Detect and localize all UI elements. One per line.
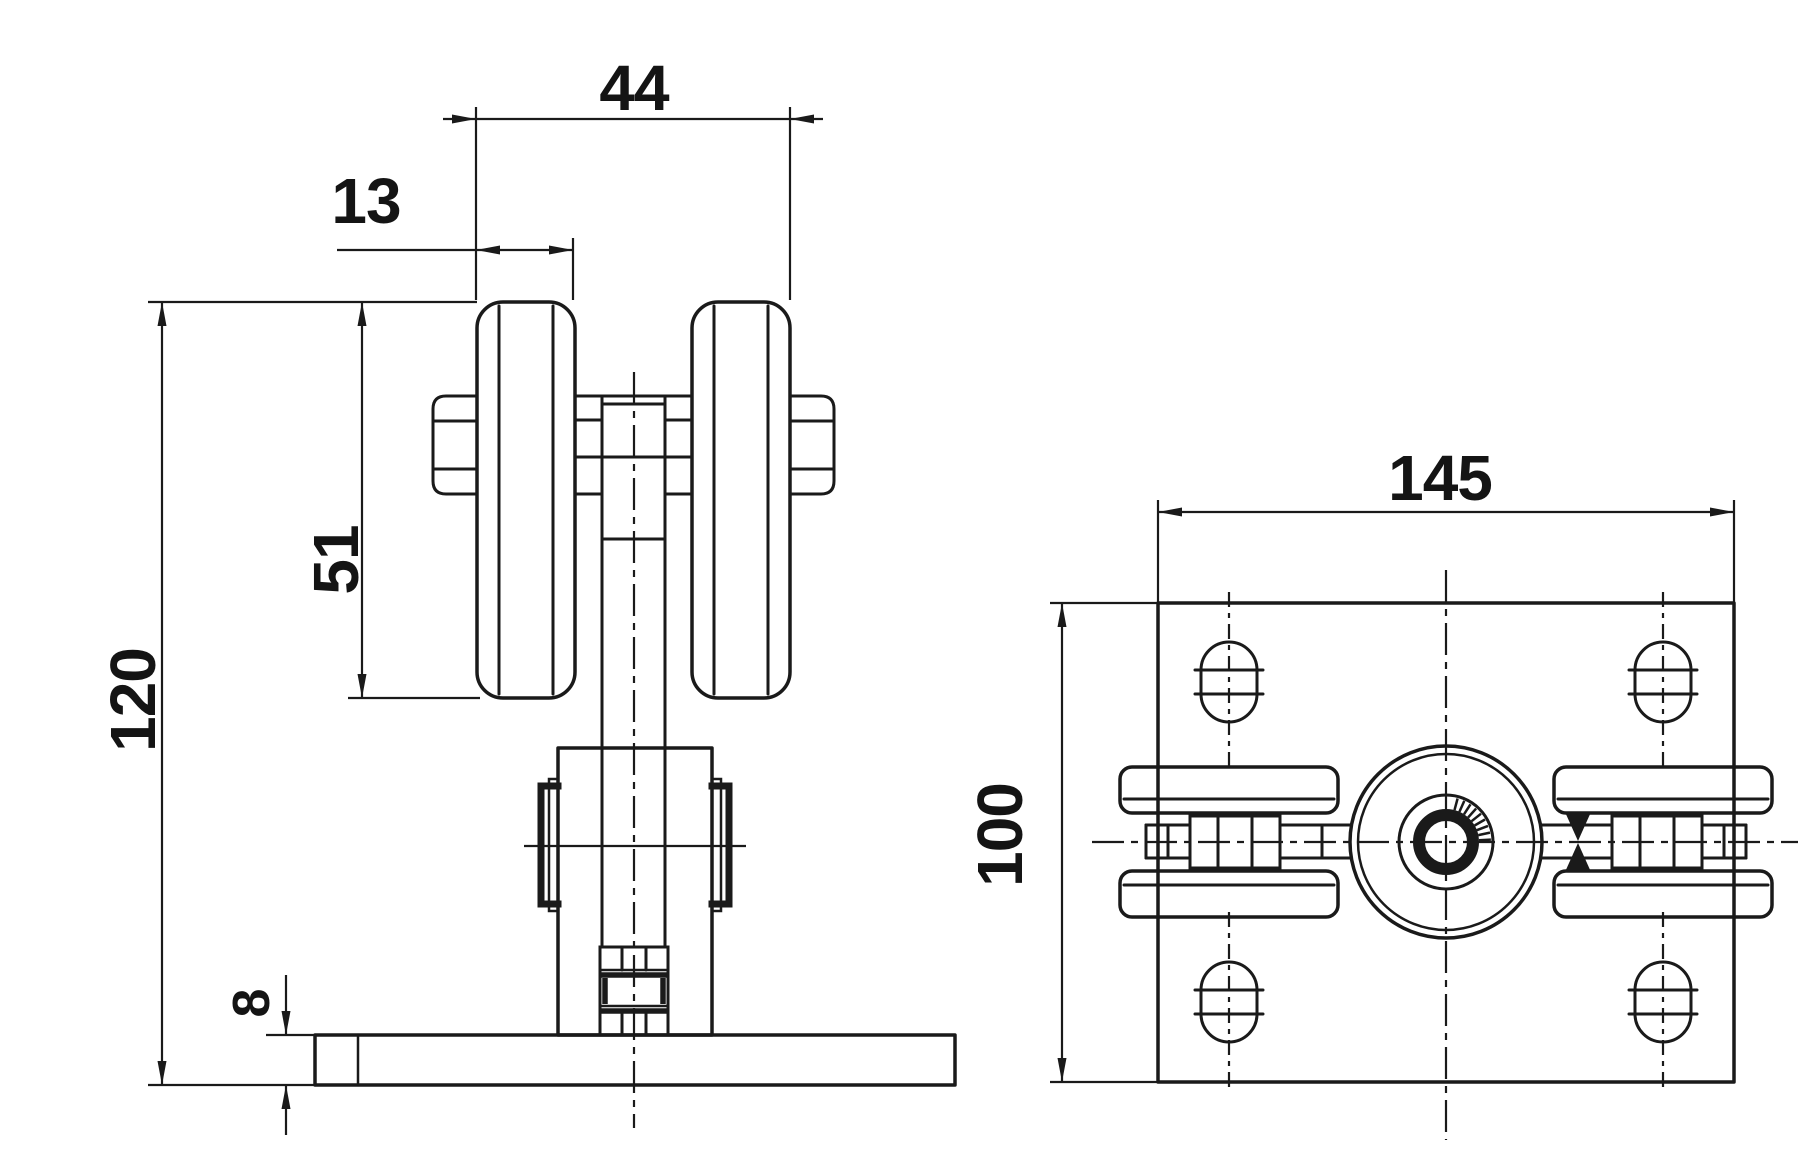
hanger-strap <box>600 394 667 949</box>
left-roller-nut <box>1188 814 1282 870</box>
dimension-13-label: 13 <box>331 165 400 237</box>
front-roller-pair <box>475 300 792 700</box>
dimension-100-label: 100 <box>964 783 1036 887</box>
dimension-44-label: 44 <box>599 52 670 124</box>
dimension-8-label: 8 <box>223 989 281 1018</box>
front-view: 44 13 51 120 <box>97 52 957 1135</box>
center-hub <box>1348 744 1544 940</box>
right-side-roller <box>1540 765 1774 919</box>
axle-left-cap <box>431 394 479 496</box>
dimension-13: 13 <box>331 165 575 300</box>
dimension-44: 44 <box>443 52 823 300</box>
adjustment-arrow <box>1565 812 1591 872</box>
dimension-145-label: 145 <box>1388 442 1492 514</box>
dimension-100: 100 <box>964 601 1160 1084</box>
right-roller-nut <box>1610 814 1704 870</box>
dimension-120: 120 <box>97 300 477 1087</box>
dimension-145: 145 <box>1156 442 1736 606</box>
dimension-51: 51 <box>300 302 480 700</box>
slot-bottom-right <box>1627 912 1699 1092</box>
left-side-roller <box>1118 765 1352 919</box>
mounting-slots <box>1193 592 1699 1092</box>
dimension-120-label: 120 <box>97 648 169 752</box>
right-roller <box>690 300 792 700</box>
adjuster-nut <box>598 945 670 1037</box>
axle-right-cap <box>788 394 836 496</box>
left-roller <box>475 300 577 700</box>
dimension-51-label: 51 <box>300 525 372 594</box>
dimension-8: 8 <box>223 975 316 1135</box>
slot-top-left <box>1193 592 1265 772</box>
hub-knurl-marks <box>1453 798 1491 842</box>
front-base-plate <box>313 1033 957 1087</box>
roller-axle <box>431 394 836 496</box>
slot-top-right <box>1627 592 1699 772</box>
hub-bore <box>1413 809 1479 875</box>
top-view: 145 100 <box>964 442 1798 1140</box>
slot-bottom-left <box>1193 912 1265 1092</box>
